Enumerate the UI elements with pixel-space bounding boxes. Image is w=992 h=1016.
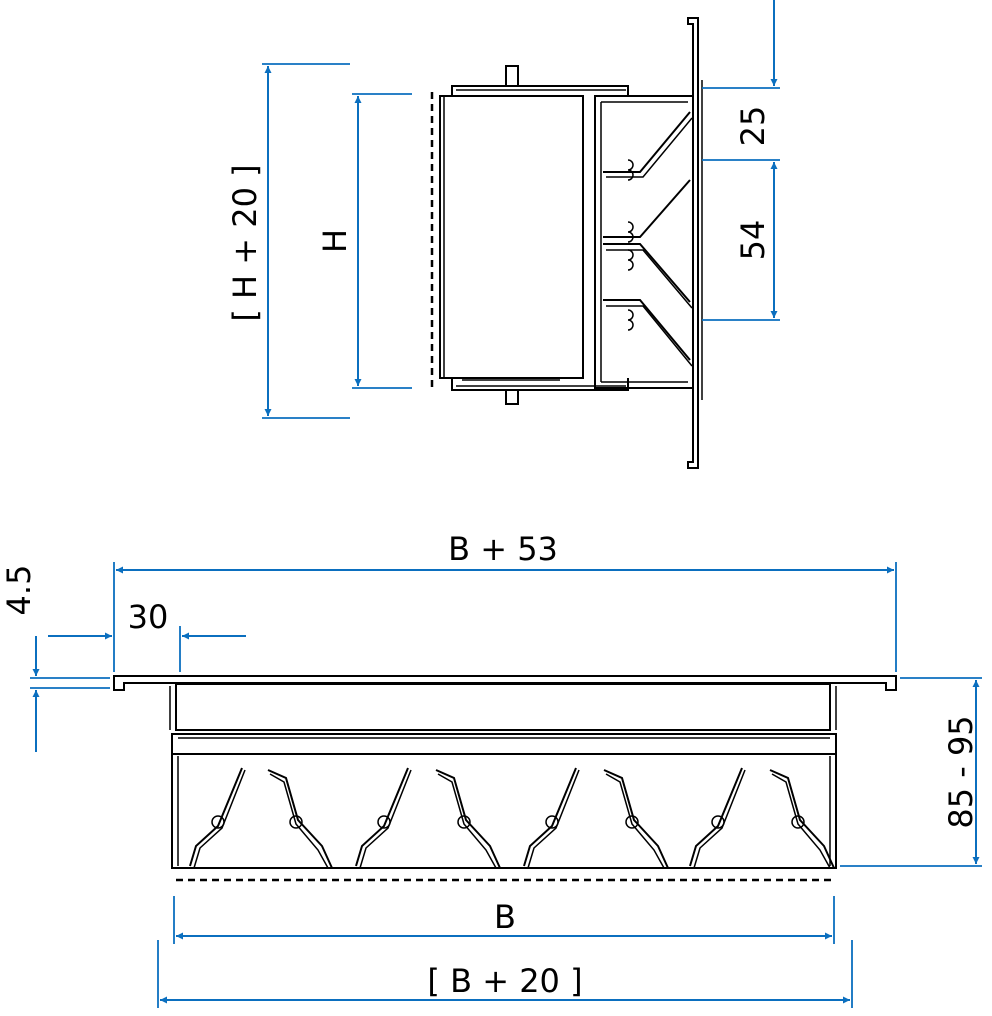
label-30: 30 xyxy=(128,598,169,636)
side-flange xyxy=(687,17,699,469)
side-top-lip xyxy=(451,85,629,96)
blade-pivot xyxy=(289,815,303,829)
label-85-95: 85 - 95 xyxy=(942,715,980,828)
label-b-plus-20: [ B + 20 ] xyxy=(427,962,582,1000)
side-bottom-pin xyxy=(505,389,519,405)
front-blade xyxy=(603,769,669,869)
front-upper-frame xyxy=(175,683,831,731)
front-lower-frame xyxy=(171,733,837,755)
front-blade xyxy=(523,767,577,867)
front-view xyxy=(113,675,897,882)
front-blade xyxy=(355,767,409,867)
label-h-plus-20: [ H + 20 ] xyxy=(226,164,264,321)
label-54: 54 xyxy=(734,220,772,261)
front-blade xyxy=(435,769,501,869)
label-h: H xyxy=(316,229,354,253)
side-main-box xyxy=(439,95,584,379)
blade-pivot xyxy=(545,815,559,829)
blade-pivot xyxy=(625,815,639,829)
side-frame-housing xyxy=(594,95,694,389)
side-view xyxy=(430,17,703,469)
blade-pivot xyxy=(711,815,725,829)
front-blade xyxy=(267,769,333,869)
front-flange xyxy=(113,675,897,691)
front-blade xyxy=(689,767,743,867)
label-b: B xyxy=(494,898,516,936)
label-b-plus-53: B + 53 xyxy=(448,530,558,568)
label-4-5: 4.5 xyxy=(0,565,38,616)
front-view-dimensions: B + 53 30 4.5 85 - 95 B [ B + 20 ] xyxy=(0,530,982,1008)
front-blade xyxy=(189,767,243,867)
side-bottom-lip xyxy=(451,378,629,391)
blade-pivot xyxy=(211,815,225,829)
front-blades xyxy=(189,767,835,869)
label-25: 25 xyxy=(734,106,772,147)
blade-pivot xyxy=(457,815,471,829)
front-housing xyxy=(171,754,837,869)
front-blade xyxy=(769,769,835,869)
blade-pivot xyxy=(791,815,805,829)
side-top-pin xyxy=(505,65,519,87)
side-blades xyxy=(603,111,693,367)
side-view-dimensions: [ H + 20 ] H 25 54 xyxy=(226,0,780,419)
blade-pivot xyxy=(377,815,391,829)
